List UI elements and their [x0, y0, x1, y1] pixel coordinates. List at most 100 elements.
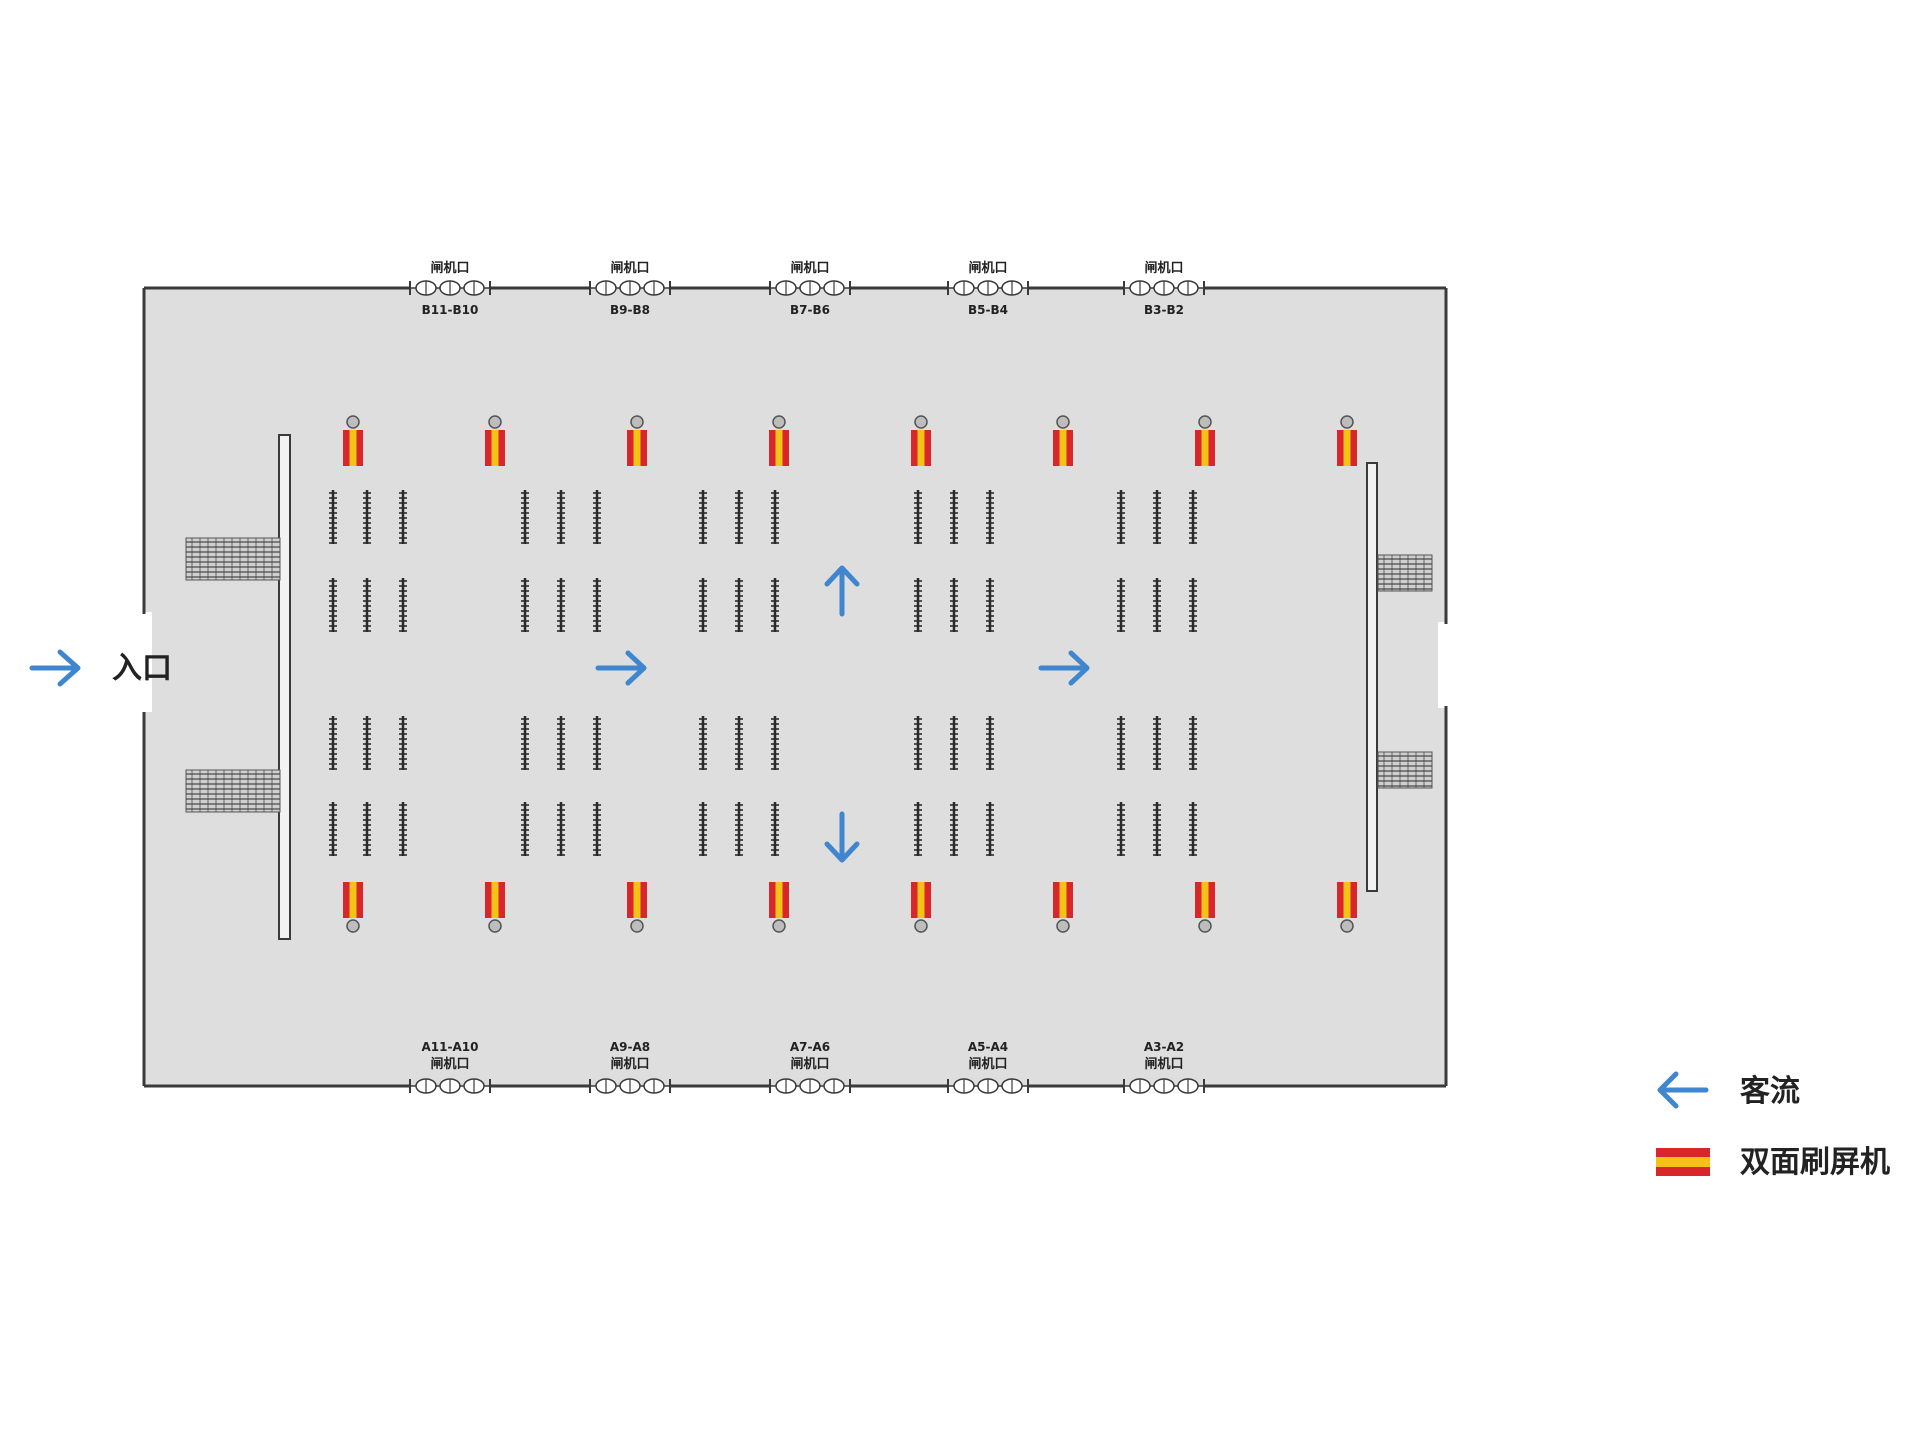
queue-rack: [914, 802, 922, 856]
queue-rack: [521, 716, 529, 770]
queue-rack: [557, 578, 565, 632]
flow-arrow-head: [824, 565, 860, 587]
queue-rack: [1153, 716, 1161, 770]
screen-base: [1340, 919, 1354, 933]
gate-label: 闸机口: [968, 260, 1007, 276]
double-sided-screen-icon: [1053, 415, 1073, 466]
flow-arrow-head: [625, 650, 647, 686]
screen-base: [630, 919, 644, 933]
screen-stripe: [775, 882, 783, 918]
queue-rack: [593, 716, 601, 770]
double-sided-screen-icon: [911, 882, 931, 933]
screen-stripe: [1201, 430, 1209, 466]
queue-rack: [950, 802, 958, 856]
screen-stripe: [917, 882, 925, 918]
queue-rack: [986, 490, 994, 544]
legend-label-screen: 双面刷屏机: [1740, 1145, 1890, 1180]
queue-rack: [771, 490, 779, 544]
screen-base: [1198, 919, 1212, 933]
flow-arrow-up-icon: [824, 565, 860, 617]
gate-label: 闸机口: [790, 1056, 829, 1072]
queue-rack-group: [329, 490, 1197, 856]
screen-stripe: [1059, 882, 1067, 918]
queue-rack: [1189, 578, 1197, 632]
flow-arrow-down-icon: [824, 811, 860, 863]
queue-rack: [329, 716, 337, 770]
gate-label: 闸机口: [968, 1056, 1007, 1072]
queue-rack: [986, 578, 994, 632]
gate-label: 闸机口: [610, 1056, 649, 1072]
queue-rack: [329, 490, 337, 544]
queue-rack: [521, 578, 529, 632]
queue-rack: [363, 490, 371, 544]
double-sided-screen-icon: [627, 882, 647, 933]
queue-rack: [1189, 716, 1197, 770]
queue-rack: [593, 490, 601, 544]
double-sided-screen-icon: [769, 415, 789, 466]
screen-stripe: [633, 430, 641, 466]
queue-rack: [699, 716, 707, 770]
queue-rack: [1189, 490, 1197, 544]
double-sided-screen-icon: [485, 882, 505, 933]
double-sided-screen-icon: [485, 415, 505, 466]
flow-arrow-group: [595, 565, 1090, 863]
bottom-gate-group: A11-A10闸机口A9-A8闸机口A7-A6闸机口A5-A4闸机口A3-A2闸…: [409, 1040, 1205, 1094]
screen-base: [914, 919, 928, 933]
queue-rack: [521, 802, 529, 856]
screen-base: [914, 415, 928, 429]
screen-base: [1198, 415, 1212, 429]
legend-label-flow: 客流: [1740, 1074, 1800, 1109]
queue-rack: [521, 490, 529, 544]
gate-label: 闸机口: [1144, 1056, 1183, 1072]
entrance-label: 入口: [112, 651, 172, 686]
gate-code: B3-B2: [1144, 303, 1184, 317]
gate-code: A7-A6: [790, 1040, 830, 1054]
double-sided-screen-icon: [769, 882, 789, 933]
screen-base: [1056, 919, 1070, 933]
gate-code: A9-A8: [610, 1040, 650, 1054]
queue-rack: [986, 716, 994, 770]
gate-B5-B4: 闸机口 B5-B4: [947, 260, 1029, 317]
gate-code: B9-B8: [610, 303, 650, 317]
gate-A9-A8: A9-A8 闸机口: [589, 1040, 671, 1094]
right-railing: [1366, 462, 1378, 892]
left-arrow-icon: [1657, 1071, 1709, 1109]
queue-rack: [1153, 802, 1161, 856]
queue-rack: [557, 802, 565, 856]
double-sided-screen-icon: [343, 415, 363, 466]
queue-rack: [735, 490, 743, 544]
queue-rack: [986, 802, 994, 856]
gate-label: 闸机口: [430, 260, 469, 276]
gate-label: 闸机口: [1144, 260, 1183, 276]
queue-rack: [593, 578, 601, 632]
railings: [185, 434, 1433, 940]
queue-rack: [699, 802, 707, 856]
left-railing: [278, 434, 291, 940]
legend-item-flow: 客流: [1657, 1071, 1800, 1109]
top-gate-group: 闸机口B11-B10闸机口B9-B8闸机口B7-B6闸机口B5-B4闸机口B3-…: [409, 260, 1205, 317]
queue-rack: [1189, 802, 1197, 856]
queue-rack: [1117, 716, 1125, 770]
queue-rack: [950, 490, 958, 544]
screen-stripe: [1343, 882, 1351, 918]
double-sided-screen-icon: [1053, 882, 1073, 933]
queue-rack: [1153, 490, 1161, 544]
double-sided-screen-icon: [627, 415, 647, 466]
gate-label: 闸机口: [790, 260, 829, 276]
queue-rack: [1153, 578, 1161, 632]
gate-code: B5-B4: [968, 303, 1008, 317]
queue-rack: [363, 716, 371, 770]
gate-B3-B2: 闸机口 B3-B2: [1123, 260, 1205, 317]
screen-base: [630, 415, 644, 429]
right-barrier-bottom: [1377, 751, 1433, 789]
screen-base: [346, 415, 360, 429]
queue-rack: [399, 716, 407, 770]
barrier-frame: [1377, 751, 1433, 789]
screen-stripe: [491, 430, 499, 466]
legend: 客流 双面刷屏机: [1656, 1071, 1890, 1180]
queue-rack: [399, 802, 407, 856]
queue-rack: [1117, 802, 1125, 856]
screen-group: [343, 415, 1357, 933]
